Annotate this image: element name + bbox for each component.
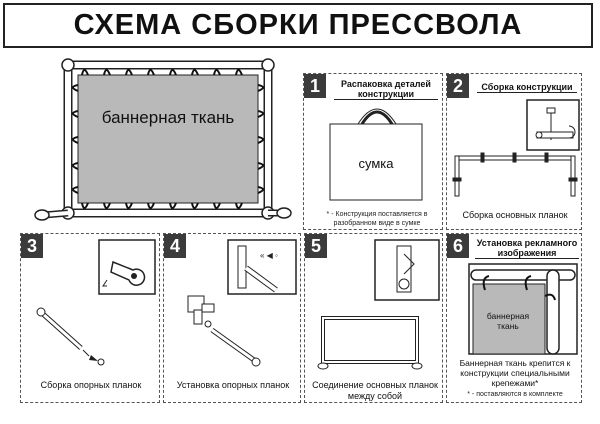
step-1-badge: 1 xyxy=(304,74,326,98)
support-feet xyxy=(34,207,292,221)
step-5-caption: Соединение основных планок между собой xyxy=(312,380,438,401)
step-4-panel: 4 « ◀ ◦ Установка опорных планок xyxy=(163,233,301,403)
step-2-badge: 2 xyxy=(447,74,469,98)
step-3-caption: Сборка опорных планок xyxy=(40,380,142,390)
step-1-panel: 1 Распаковка деталей конструкции сумка *… xyxy=(303,73,443,230)
hero-presswall: баннерная ткань xyxy=(20,55,305,230)
step-3-badge: 3 xyxy=(21,234,43,258)
support-bars-illustration xyxy=(36,239,156,366)
title-banner: СХЕМА СБОРКИ ПРЕССВОЛА xyxy=(3,3,593,48)
fastener-loops xyxy=(72,69,264,209)
step-2-panel: 2 Сборка конструкции Сборка основных пла… xyxy=(446,73,582,230)
step-6-badge: 6 xyxy=(447,234,469,258)
step-6-fabric-label: баннерная ткань xyxy=(486,311,530,331)
step-5-badge: 5 xyxy=(305,234,327,258)
step-3-panel: 3 Сборка опорных планок xyxy=(20,233,160,403)
step-6-note: * - поставляются в комплекте xyxy=(467,391,563,398)
step-6-caption: Баннерная ткань крепится к конструкции с… xyxy=(459,358,571,388)
step-1-note: * - Конструкция поставляется в разобранн… xyxy=(326,211,428,227)
main-bars-illustration xyxy=(452,99,580,197)
step-6-panel: 6 Установка рекламного изображения банне… xyxy=(446,233,582,403)
fabric-mount-illustration xyxy=(468,263,578,355)
step-4-caption: Установка опорных планок xyxy=(176,380,290,390)
bag-label: сумка xyxy=(358,156,394,171)
bag-illustration xyxy=(329,108,423,201)
step-6-header: Установка рекламного изображения xyxy=(475,238,579,259)
step-2-caption: Сборка основных планок xyxy=(462,210,568,220)
presswall-illustration xyxy=(34,58,292,221)
svg-text:« ◀ ◦: « ◀ ◦ xyxy=(260,251,278,260)
page-title: СХЕМА СБОРКИ ПРЕССВОЛА xyxy=(73,9,523,41)
banner-fabric xyxy=(77,74,259,204)
join-bars-illustration xyxy=(317,239,440,370)
step-1-header: Распаковка деталей конструкции xyxy=(334,79,438,100)
fabric-label: баннерная ткань xyxy=(101,108,235,127)
install-support-illustration: « ◀ ◦ xyxy=(187,239,297,367)
step-4-badge: 4 xyxy=(164,234,186,258)
step-5-panel: 5 Соединение основных планок между собой xyxy=(304,233,443,403)
step-2-header: Сборка конструкции xyxy=(477,82,577,93)
